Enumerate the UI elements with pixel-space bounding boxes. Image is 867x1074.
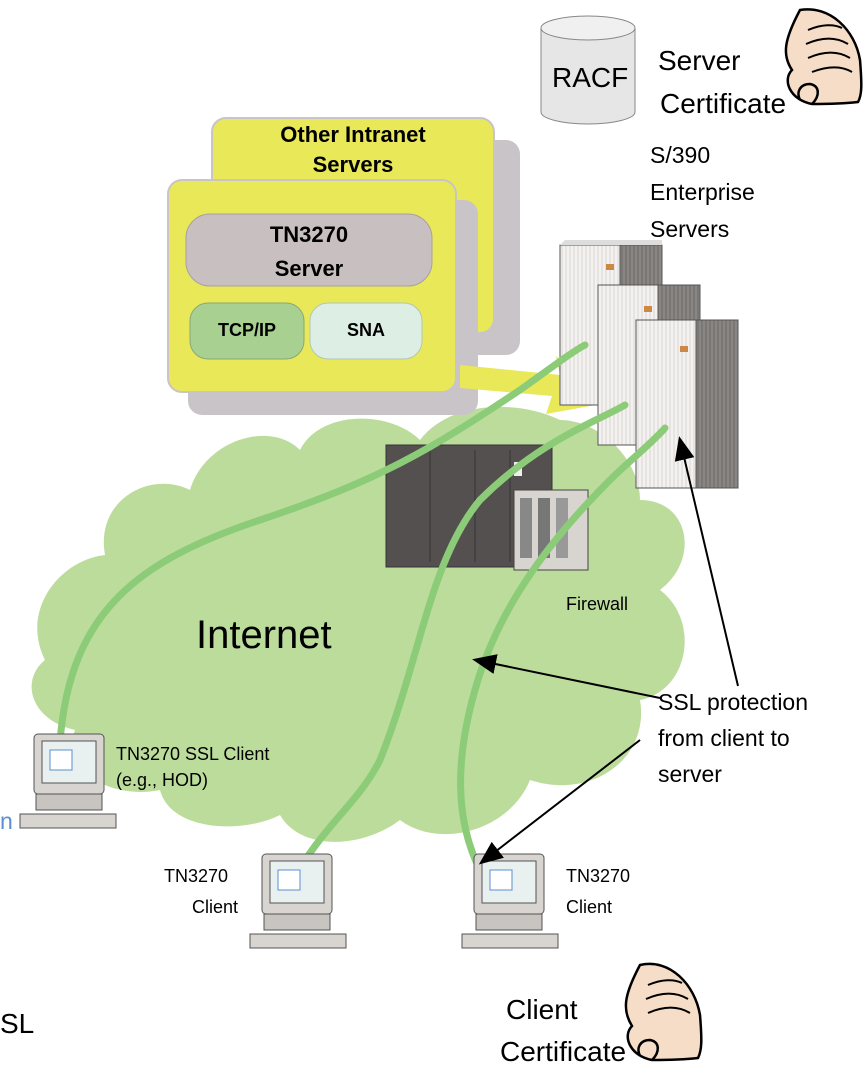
ssl-protection-line1: SSL protection	[658, 689, 809, 715]
computer-client-a-icon	[249, 853, 347, 949]
connection-client-b	[457, 424, 669, 874]
ssl-arrow-to-server	[674, 436, 739, 687]
ssl-arrow-to-client	[478, 739, 641, 865]
sna-label: SNA	[346, 320, 385, 340]
ssl-protection-line3: server	[658, 761, 722, 787]
sna-box	[309, 302, 423, 360]
enterprise-servers-line1: S/390	[650, 142, 711, 168]
firewall-label: Firewall	[566, 594, 629, 614]
server-certificate-icon	[784, 8, 863, 106]
client-b-label-line1: TN3270	[566, 866, 631, 886]
client-a-label-line1: TN3270	[164, 866, 229, 886]
edge-fragment-blue: n	[0, 808, 13, 834]
racf-database-icon	[540, 15, 636, 125]
internet-label: Internet	[196, 613, 332, 657]
tcpip-label: TCP/IP	[217, 320, 276, 340]
ssl-client-label-line2: (e.g., HOD)	[116, 770, 209, 790]
other-intranet-servers-line2: Servers	[312, 152, 394, 177]
racf-label: RACF	[552, 62, 629, 93]
server-certificate-line1: Server	[658, 45, 741, 76]
tn3270-server-box	[185, 213, 433, 287]
server-certificate-line2: Certificate	[660, 88, 787, 119]
tcpip-box	[189, 302, 305, 360]
client-a-label-line2: Client	[192, 897, 239, 917]
ssl-protection-line2: from client to	[658, 725, 790, 751]
computer-ssl-client-icon	[19, 733, 117, 829]
other-intranet-servers-line1: Other Intranet	[280, 122, 426, 147]
ssl-client-label-line1: TN3270 SSL Client	[116, 744, 270, 764]
enterprise-servers-line3: Servers	[650, 216, 730, 242]
tn3270-server-line2: Server	[274, 256, 344, 281]
mainframe-3	[635, 319, 739, 489]
client-certificate-line2: Certificate	[500, 1036, 627, 1067]
connection-client-a	[296, 401, 629, 872]
tn3270-server-line1: TN3270	[269, 222, 349, 247]
edge-fragment-bottom: SL	[0, 1008, 35, 1039]
client-certificate-icon	[624, 962, 703, 1062]
client-certificate-line1: Client	[506, 994, 578, 1025]
connection-ssl-client	[56, 341, 589, 746]
ssl-arrow-to-line	[472, 654, 661, 699]
computer-client-b-icon	[461, 853, 559, 949]
enterprise-servers-line2: Enterprise	[650, 179, 755, 205]
client-b-label-line2: Client	[566, 897, 613, 917]
